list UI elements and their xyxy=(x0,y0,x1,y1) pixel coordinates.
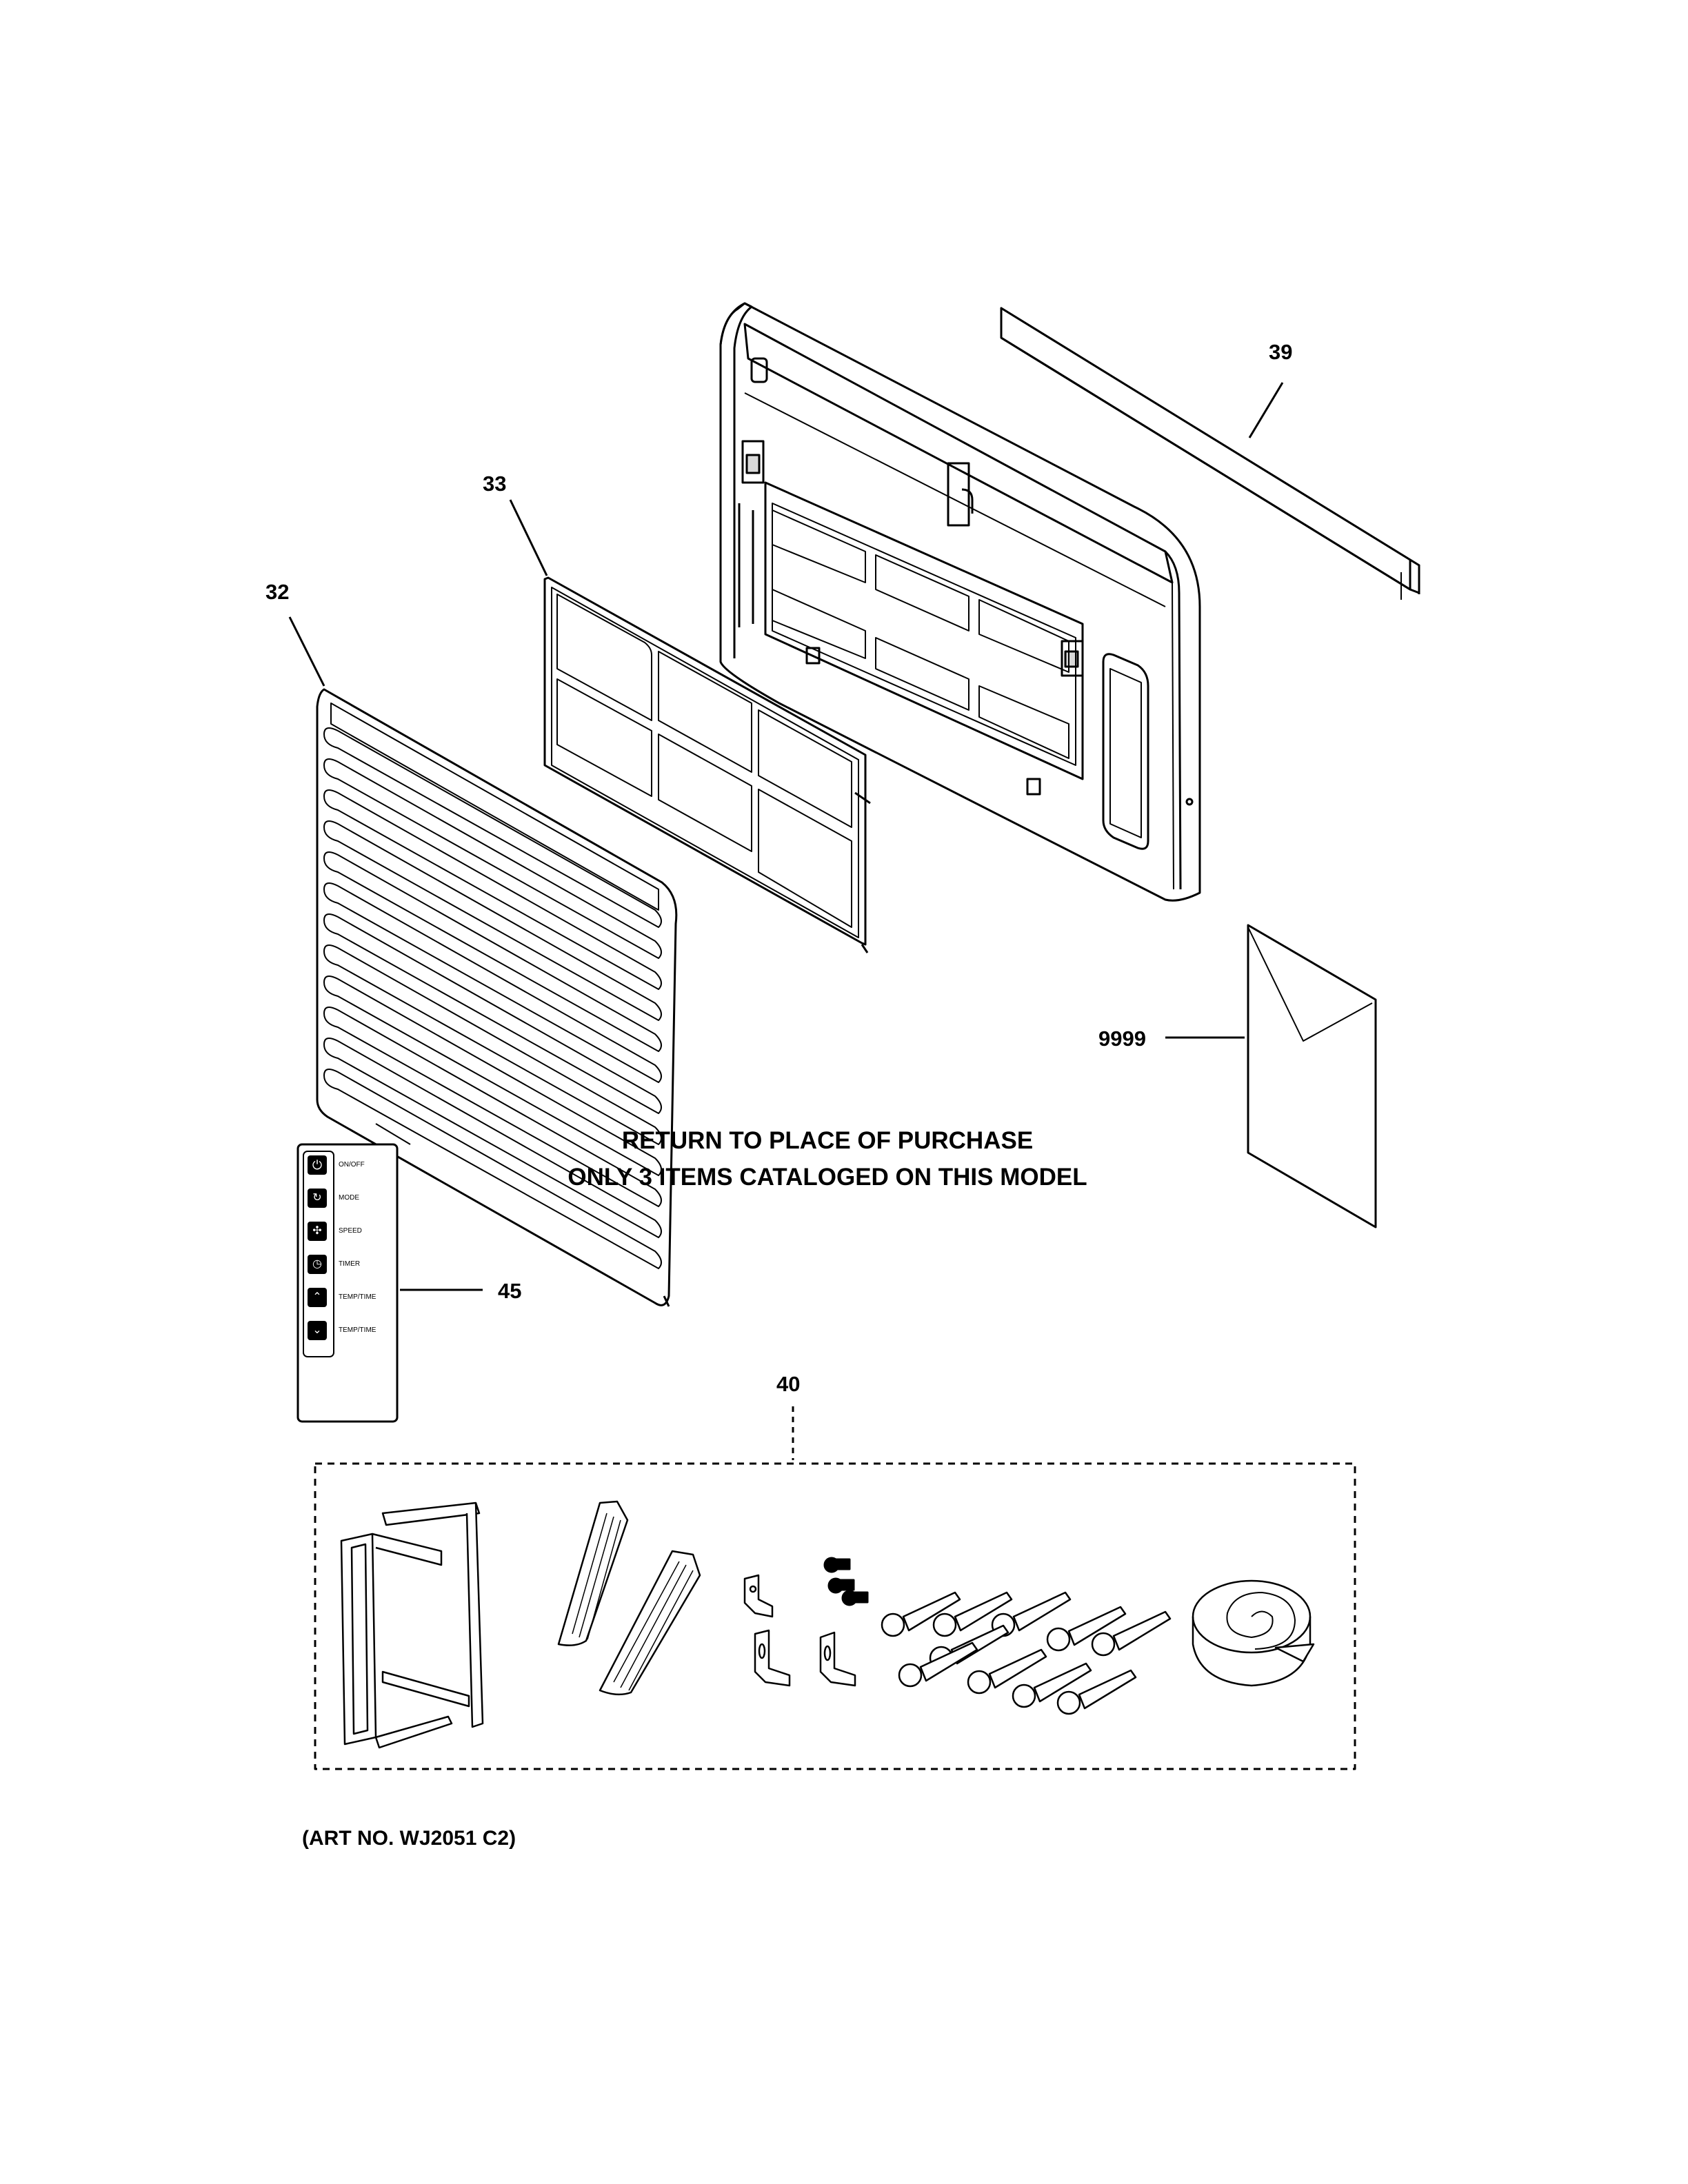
callout-45: 45 xyxy=(498,1279,522,1303)
fan-icon: ✣ xyxy=(308,1222,327,1241)
remote-button-onoff: ⏻ ON/OFF xyxy=(308,1155,397,1189)
callout-39: 39 xyxy=(1269,340,1293,364)
callout-9999: 9999 xyxy=(1098,1027,1146,1051)
foam-tape-roll xyxy=(1192,1579,1315,1687)
wood-screws xyxy=(881,1591,1172,1715)
mounting-brackets xyxy=(743,1574,856,1687)
chevron-up-icon: ⌃ xyxy=(308,1288,327,1307)
remote-button-mode: ↻ MODE xyxy=(308,1189,397,1222)
mode-icon: ↻ xyxy=(308,1189,327,1208)
foam-seal-strips xyxy=(557,1500,701,1696)
art-number: (ART NO. WJ2051 C2) xyxy=(302,1827,516,1850)
part-40-install-kit-box xyxy=(314,1462,1356,1770)
remote-label-mode: MODE xyxy=(339,1194,359,1202)
part-45-remote-control xyxy=(297,1143,399,1423)
leader-32 xyxy=(288,616,325,687)
power-icon: ⏻ xyxy=(308,1155,327,1175)
remote-button-temp-down: ⌄ TEMP/TIME xyxy=(308,1321,397,1354)
remote-button-list: ⏻ ON/OFF ↻ MODE ✣ SPEED ◷ TIMER ⌃ TEMP/T… xyxy=(308,1155,397,1354)
part-33-air-filter xyxy=(543,576,871,953)
notice-line-2: ONLY 3 ITEMS CATALOGED ON THIS MODEL xyxy=(567,1164,1087,1191)
remote-label-onoff: ON/OFF xyxy=(339,1161,365,1169)
small-screws xyxy=(823,1557,869,1606)
remote-button-temp-up: ⌃ TEMP/TIME xyxy=(308,1288,397,1321)
clock-icon: ◷ xyxy=(308,1255,327,1274)
remote-label-timer: TIMER xyxy=(339,1260,361,1268)
side-curtain-frames xyxy=(340,1502,484,1749)
callout-40: 40 xyxy=(776,1372,801,1396)
callout-33: 33 xyxy=(483,472,507,496)
leader-39 xyxy=(1248,382,1284,438)
chevron-down-icon: ⌄ xyxy=(308,1321,327,1340)
leader-33 xyxy=(509,499,548,576)
remote-button-timer: ◷ TIMER xyxy=(308,1255,397,1288)
remote-label-temp-down: TEMP/TIME xyxy=(339,1326,376,1334)
part-9999-owners-manual xyxy=(1247,924,1377,1228)
front-frame-housing xyxy=(719,302,1201,902)
remote-label-temp-up: TEMP/TIME xyxy=(339,1293,376,1301)
notice-line-1: RETURN TO PLACE OF PURCHASE xyxy=(621,1127,1034,1154)
part-39-top-trim xyxy=(1000,307,1420,600)
callout-32: 32 xyxy=(265,580,290,604)
remote-button-speed: ✣ SPEED xyxy=(308,1222,397,1255)
remote-label-speed: SPEED xyxy=(339,1227,362,1235)
part-32-front-grille xyxy=(316,688,678,1307)
